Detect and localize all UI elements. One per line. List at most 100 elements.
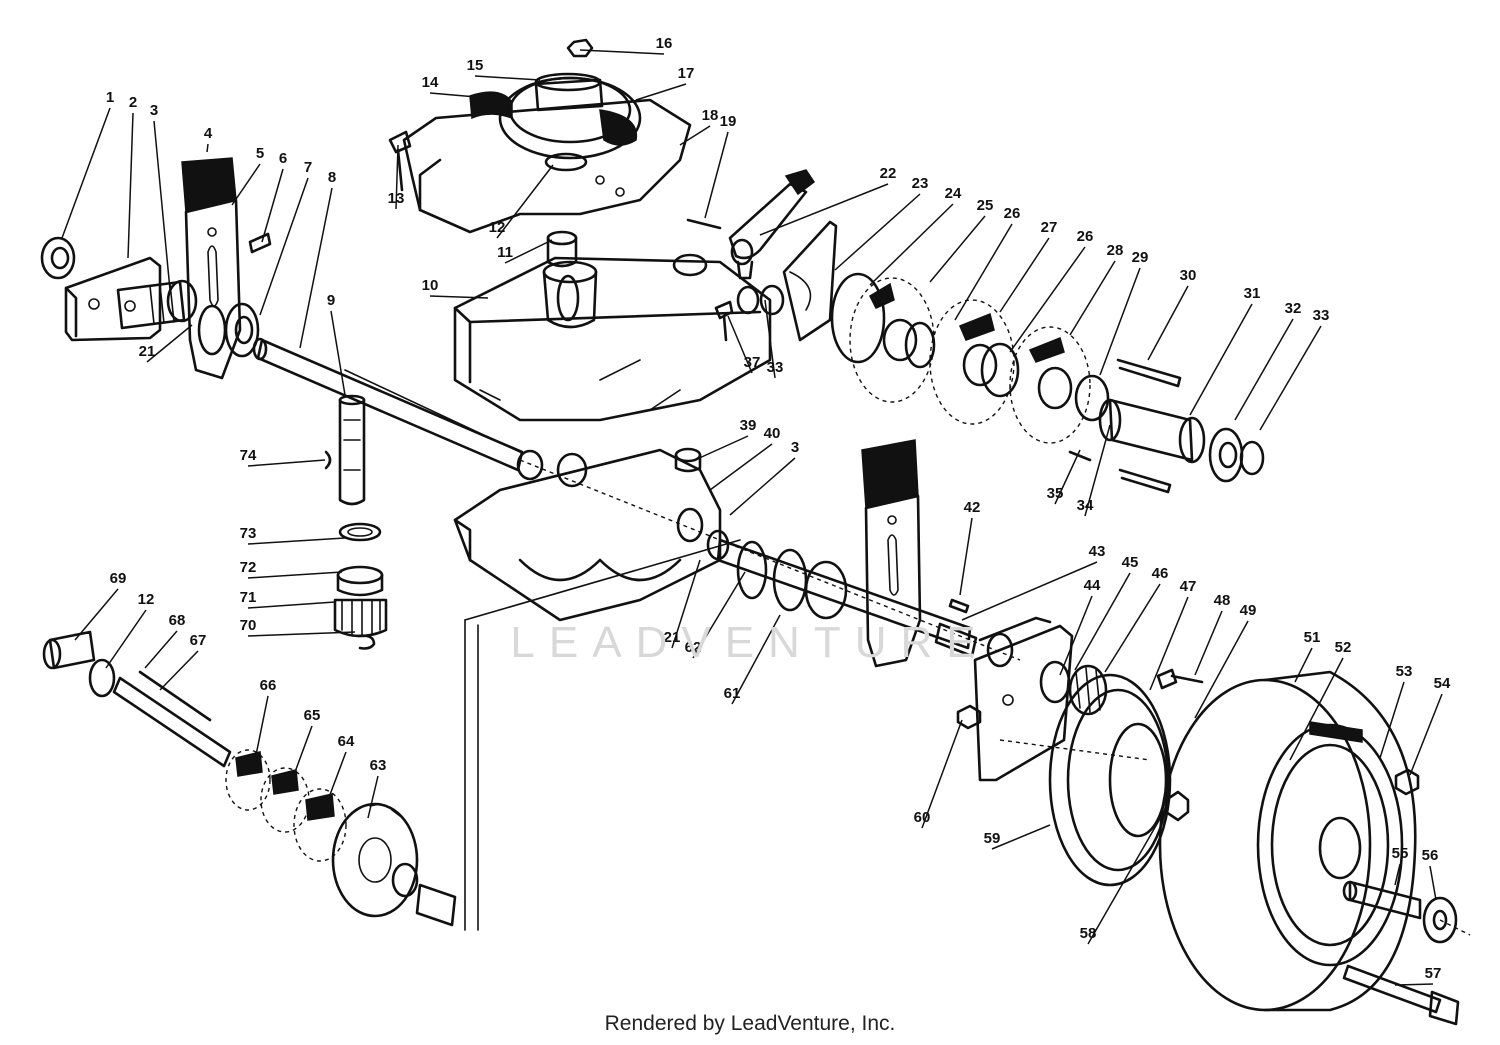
leader-line-c9 — [330, 310, 346, 396]
callout-c21a: 21 — [139, 343, 156, 360]
part-51-tire — [1158, 670, 1417, 1012]
leader-line-c51 — [1294, 647, 1313, 683]
callout-c16: 16 — [656, 35, 673, 52]
part-48-bolt — [1156, 668, 1204, 690]
callout-c3b: 3 — [791, 439, 799, 456]
callout-c34: 34 — [1077, 497, 1094, 514]
leader-line-c21a — [146, 324, 193, 363]
leader-line-c72 — [247, 571, 343, 579]
leader-line-c32 — [1234, 318, 1294, 421]
callout-c8: 8 — [328, 169, 336, 186]
callout-c26a: 26 — [1004, 205, 1021, 222]
leader-line-c10 — [429, 295, 489, 299]
callout-c5: 5 — [256, 145, 264, 162]
footer-credit: Rendered by LeadVenture, Inc. — [604, 1012, 896, 1035]
callout-c30: 30 — [1180, 267, 1197, 284]
part-13-bolt — [388, 130, 412, 192]
part-2-bearing-bracket — [64, 256, 162, 342]
leader-line-c15 — [474, 75, 541, 81]
leader-line-c46 — [1104, 583, 1161, 673]
callout-c48: 48 — [1214, 592, 1231, 609]
callout-c44: 44 — [1084, 577, 1101, 594]
part-18-pulley-bracket — [402, 98, 692, 234]
leader-line-c42 — [959, 517, 973, 596]
leader-line-c8 — [299, 187, 333, 349]
part-10-gear-case-top — [453, 253, 772, 422]
leader-line-c11 — [504, 239, 553, 264]
part-27-clutch-plate — [929, 299, 1015, 425]
callout-c39: 39 — [740, 417, 757, 434]
leader-line-c40 — [709, 443, 773, 491]
callout-c49: 49 — [1240, 602, 1257, 619]
callout-c52: 52 — [1335, 639, 1352, 656]
callout-c53: 53 — [1396, 663, 1413, 680]
part-42-key — [948, 598, 970, 614]
callout-c63: 63 — [370, 757, 387, 774]
callout-c67: 67 — [190, 632, 207, 649]
callout-c64: 64 — [338, 733, 355, 750]
callout-c6: 6 — [279, 150, 287, 167]
leader-line-c66 — [254, 695, 269, 761]
callout-c13: 13 — [388, 190, 405, 207]
callout-c31: 31 — [1244, 285, 1261, 302]
part-73-ring — [338, 522, 382, 542]
leader-line-c33b — [764, 299, 776, 379]
leader-line-c69 — [74, 588, 119, 641]
callout-c47: 47 — [1180, 578, 1197, 595]
part-52-wheel-rim — [1256, 721, 1404, 967]
callout-c46: 46 — [1152, 565, 1169, 582]
callout-c70: 70 — [240, 617, 257, 634]
leader-line-c47 — [1149, 596, 1189, 691]
leader-line-c49 — [1194, 620, 1249, 719]
callout-c1: 1 — [106, 89, 114, 106]
part-4-knob — [181, 157, 237, 213]
callout-c45: 45 — [1122, 554, 1139, 571]
callout-c19: 19 — [720, 113, 737, 130]
callout-c29: 29 — [1132, 249, 1149, 266]
leader-line-c43 — [961, 561, 1098, 621]
part-23-bracket-plate — [782, 220, 838, 342]
leader-line-c22 — [759, 183, 889, 236]
callout-c17: 17 — [678, 65, 695, 82]
leader-line-c19 — [704, 131, 729, 219]
leader-line-c2 — [127, 112, 134, 259]
part-19-pin — [686, 218, 722, 230]
part-57-bolt — [1342, 964, 1460, 1026]
part-69-bearing — [42, 630, 96, 670]
part-59-wheel-gear — [1048, 673, 1172, 887]
leader-line-c3b — [729, 457, 796, 516]
leader-line-c60 — [921, 719, 963, 829]
leader-line-c64 — [327, 751, 347, 801]
callout-c27: 27 — [1041, 219, 1058, 236]
part-35-pin — [1068, 450, 1092, 462]
leader-line-c16 — [579, 49, 665, 55]
callout-c55: 55 — [1392, 845, 1409, 862]
callout-c42: 42 — [964, 499, 981, 516]
callout-c74: 74 — [240, 447, 257, 464]
callout-c3a: 3 — [150, 102, 158, 119]
leader-line-c59 — [991, 824, 1051, 850]
leader-line-c27 — [999, 237, 1050, 313]
leader-line-c62 — [692, 571, 746, 659]
callout-c66: 66 — [260, 677, 277, 694]
callout-c7: 7 — [304, 159, 312, 176]
leader-line-c58 — [1087, 809, 1166, 945]
part-67-countershaft — [112, 676, 232, 768]
callout-c33a: 33 — [1313, 307, 1330, 324]
part-33-washers — [736, 284, 785, 316]
part-68-key — [138, 670, 212, 722]
callout-c4: 4 — [204, 125, 213, 142]
leader-line-c26a — [954, 223, 1013, 321]
callout-c54: 54 — [1434, 675, 1451, 692]
callout-c71: 71 — [240, 589, 257, 606]
part-15-pulley-nut — [534, 72, 604, 112]
callout-c65: 65 — [304, 707, 321, 724]
leader-line-c25 — [929, 215, 986, 283]
part-72-collar — [336, 565, 384, 597]
callout-c9: 9 — [327, 292, 335, 309]
leader-line-c45 — [1074, 572, 1131, 671]
part-31-drive-hub — [1098, 398, 1206, 464]
leader-line-c53 — [1379, 681, 1405, 759]
leader-line-c63 — [367, 775, 379, 819]
part-lower-washer-bushing — [391, 862, 457, 927]
